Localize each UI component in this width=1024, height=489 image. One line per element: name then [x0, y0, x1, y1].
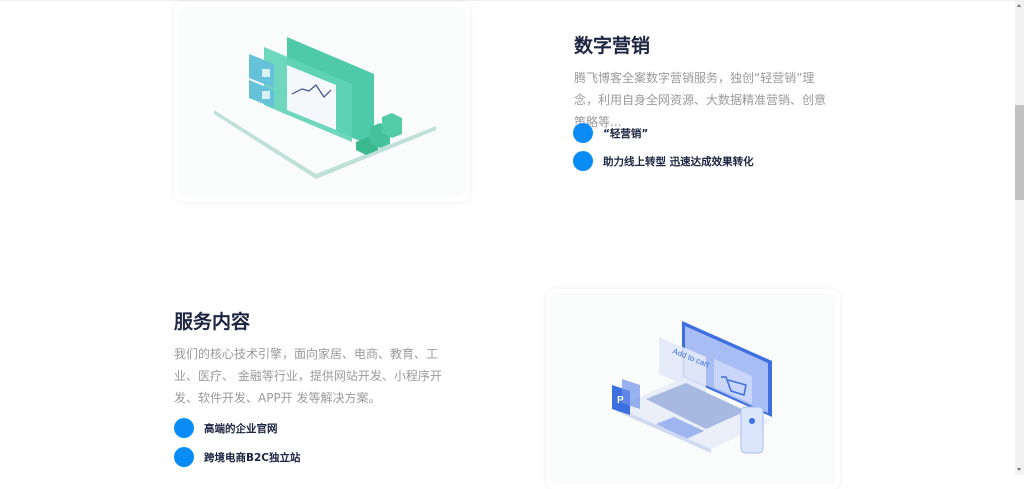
- services-illustration-card: Add to cart P: [546, 289, 840, 489]
- feature-item: 高端的企业官网: [174, 418, 278, 438]
- feature-item: 助力线上转型 迅速达成效果转化: [573, 151, 754, 171]
- feature-item-label: 助力线上转型 迅速达成效果转化: [603, 155, 754, 168]
- section-title-digital-marketing: 数字营销: [574, 35, 651, 57]
- scroll-up-arrow-icon[interactable]: [1017, 4, 1021, 7]
- feature-item-label: “轻营销”: [603, 127, 649, 140]
- bullet-dot-icon: [573, 123, 593, 143]
- bullet-dot-icon: [174, 447, 194, 467]
- feature-item-label: 高端的企业官网: [204, 422, 278, 435]
- scrollbar-thumb[interactable]: [1015, 105, 1024, 200]
- vertical-scrollbar[interactable]: [1015, 0, 1024, 475]
- scroll-down-arrow-icon[interactable]: [1017, 468, 1021, 471]
- section-title-services: 服务内容: [174, 311, 251, 333]
- bullet-dot-icon: [573, 151, 593, 171]
- top-divider: [0, 0, 1015, 1]
- feature-item: “轻营销”: [573, 123, 648, 143]
- feature-item: 跨境电商B2C独立站: [174, 447, 301, 467]
- laptop-cart-illustration: Add to cart P: [612, 321, 772, 454]
- section-description-digital-marketing: 腾飞博客全案数字营销服务，独创“轻营销”理念，利用自身全网资源、大数据精准营销、…: [574, 71, 827, 129]
- section-description-services: 我们的核心技术引擎，面向家居、电商、教育、工业、医疗、 金融等行业，提供网站开发…: [174, 347, 442, 405]
- bullet-dot-icon: [174, 418, 194, 438]
- feature-item-label: 跨境电商B2C独立站: [204, 451, 301, 464]
- svg-text:P: P: [617, 395, 624, 406]
- digital-marketing-illustration-card: [174, 2, 470, 202]
- dashboard-illustration: [214, 37, 436, 179]
